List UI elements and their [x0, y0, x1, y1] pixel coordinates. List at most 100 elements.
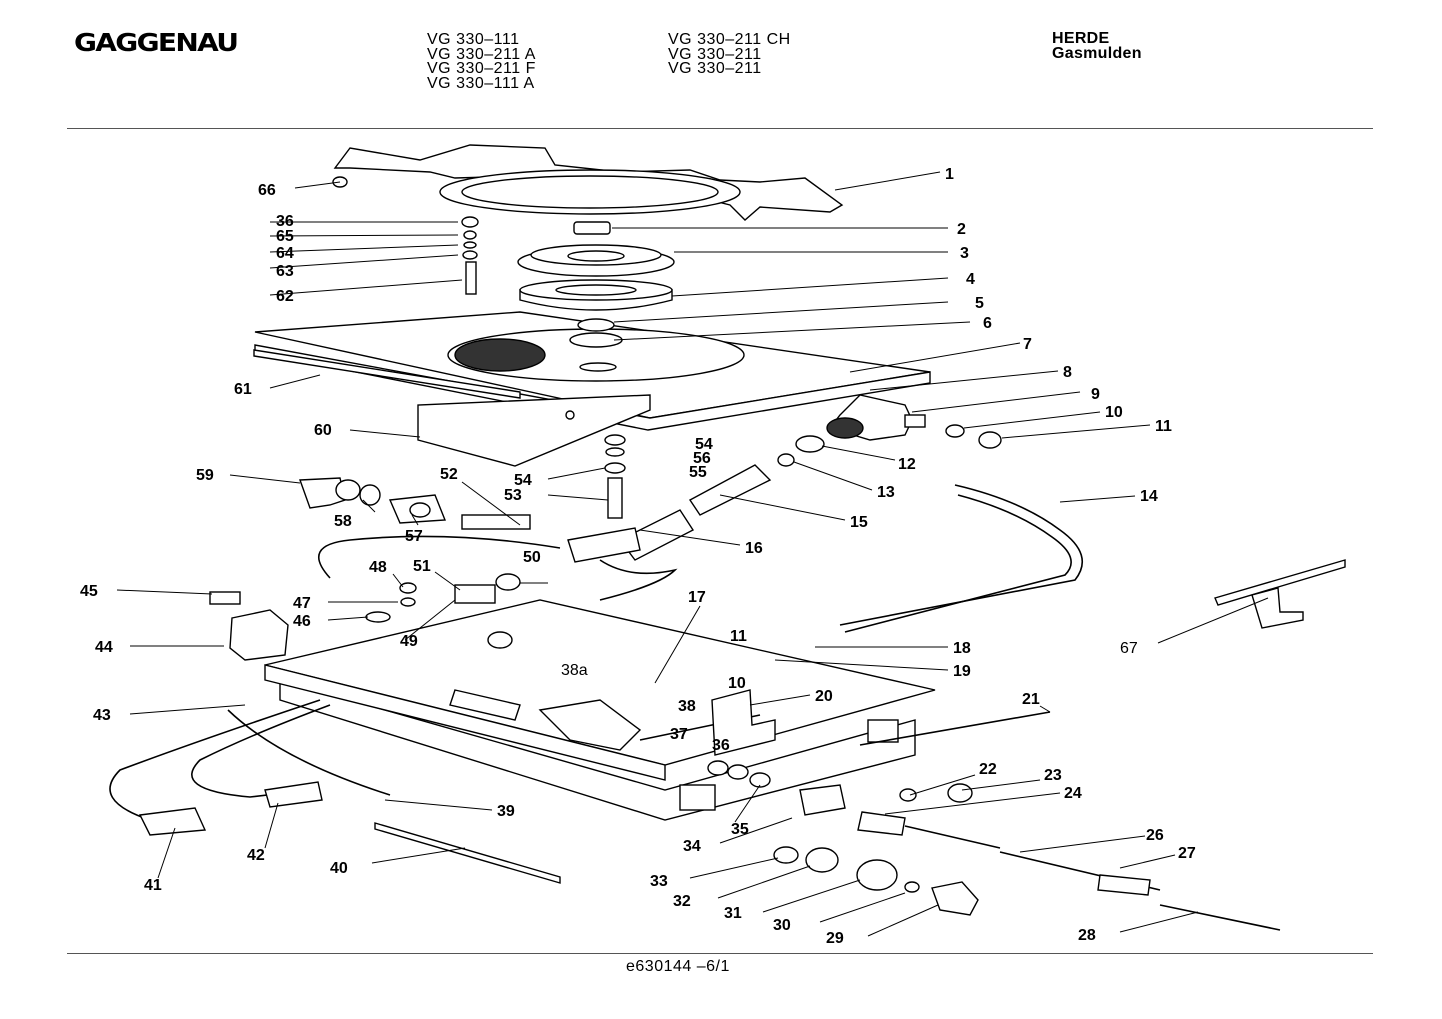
- part-label: 8: [1063, 364, 1072, 381]
- part-label: 23: [1044, 767, 1062, 784]
- part-label: 43: [93, 707, 111, 724]
- part-label: 36: [276, 213, 294, 230]
- model-number: VG 330–211 A: [427, 46, 536, 63]
- part-label: 65: [276, 228, 294, 245]
- burner-ring: [519, 279, 673, 311]
- document-code: e630144 –6/1: [626, 958, 730, 975]
- product-category: HERDE: [1052, 30, 1110, 47]
- part-label: 56: [693, 450, 711, 467]
- edge-strip: [253, 349, 521, 399]
- part-label: 57: [405, 528, 423, 545]
- elbow-connector: [299, 477, 381, 509]
- model-number: VG 330–211: [668, 60, 762, 77]
- part-label: 45: [80, 583, 98, 600]
- part-label: 26: [1146, 827, 1164, 844]
- part-label: 22: [979, 761, 997, 778]
- part-label: 15: [850, 514, 868, 531]
- brand-logo: GAGGENAU: [74, 28, 239, 57]
- part-label: 18: [953, 640, 971, 657]
- part-label: 62: [276, 288, 294, 305]
- part-label: 34: [683, 838, 701, 855]
- knob-parts: [707, 760, 979, 916]
- part-label: 47: [293, 595, 311, 612]
- part-label: 50: [523, 549, 541, 566]
- header-divider: [67, 128, 1373, 129]
- part-label: 9: [1091, 386, 1100, 403]
- flange-plate: [388, 494, 447, 524]
- part-label: 3: [960, 245, 969, 262]
- control-spindle: [799, 711, 1281, 931]
- part-label: 59: [196, 467, 214, 484]
- valve-bracket: [711, 689, 776, 756]
- part-label: 17: [688, 589, 706, 606]
- part-label: 52: [440, 466, 458, 483]
- part-label: 29: [826, 930, 844, 947]
- model-number: VG 330–211 F: [427, 60, 536, 77]
- part-label: 20: [815, 688, 833, 705]
- part-label: 24: [1064, 785, 1082, 802]
- part-label: 51: [413, 558, 431, 575]
- model-number: VG 330–211: [668, 46, 762, 63]
- part-label: 49: [400, 633, 418, 650]
- part-label: 60: [314, 422, 332, 439]
- pan-support-grate: [333, 144, 844, 221]
- footer-divider: [67, 953, 1373, 954]
- part-number-labels: 1 2 3 4 5 6 7 8 9 10 11 12 13 14 15 16 1…: [80, 166, 1196, 947]
- part-label: 33: [650, 873, 668, 890]
- part-label: 55: [689, 464, 707, 481]
- part-label: 38a: [561, 662, 588, 679]
- thermocouple-wire: [318, 514, 561, 579]
- part-label: 41: [144, 877, 162, 894]
- part-label: 64: [276, 245, 294, 262]
- part-label: 16: [745, 540, 763, 557]
- model-number: VG 330–211 CH: [668, 31, 791, 48]
- part-label: 12: [898, 456, 916, 473]
- gas-pipe: [839, 484, 1084, 633]
- part-label: 10: [728, 675, 746, 692]
- part-label: 4: [966, 271, 975, 288]
- part-label: 67: [1120, 640, 1138, 657]
- part-label: 2: [957, 221, 966, 238]
- part-label: 35: [731, 821, 749, 838]
- part-label: 42: [247, 847, 265, 864]
- product-subcategory: Gasmulden: [1052, 45, 1142, 62]
- part-label: 61: [234, 381, 252, 398]
- part-label: 7: [1023, 336, 1032, 353]
- ignition-module: [229, 609, 289, 661]
- small-parts-stack: [209, 176, 626, 623]
- part-label: 54: [695, 436, 713, 453]
- tool-t-key: [1214, 559, 1346, 629]
- model-number: VG 330–111: [427, 31, 520, 48]
- part-label: 44: [95, 639, 113, 656]
- part-label: 31: [724, 905, 742, 922]
- part-label: 38: [678, 698, 696, 715]
- part-label: 21: [1022, 691, 1040, 708]
- part-label: 27: [1178, 845, 1196, 862]
- part-label: 46: [293, 613, 311, 630]
- part-label: 13: [877, 484, 895, 501]
- leader-lines: [116, 171, 1269, 937]
- part-label: 36: [712, 737, 730, 754]
- burner-cap: [573, 221, 611, 235]
- part-label: 54: [514, 472, 532, 489]
- part-label: 53: [504, 487, 522, 504]
- mounting-bracket: [417, 394, 651, 467]
- part-label: 6: [983, 315, 992, 332]
- injector-nozzle: [607, 477, 623, 519]
- cable-clamp: [374, 822, 561, 884]
- cooktop-plate: [254, 311, 931, 431]
- burner-head: [517, 244, 675, 277]
- part-label: 28: [1078, 927, 1096, 944]
- part-label: 37: [670, 726, 688, 743]
- part-label: 58: [334, 513, 352, 530]
- part-label: 1: [945, 166, 954, 183]
- part-label: 5: [975, 295, 984, 312]
- part-label: 40: [330, 860, 348, 877]
- part-label: 48: [369, 559, 387, 576]
- valve-elbow: [826, 394, 926, 441]
- burner-tee: [567, 527, 678, 601]
- part-label: 39: [497, 803, 515, 820]
- part-label: 14: [1140, 488, 1158, 505]
